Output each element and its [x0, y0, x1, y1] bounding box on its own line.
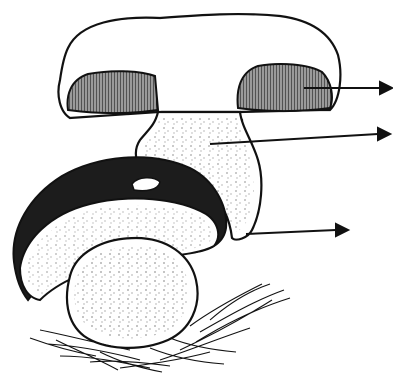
arrow-stem-head — [378, 128, 390, 140]
arrow-gills-head — [380, 82, 392, 94]
arrow-stem-base — [246, 230, 336, 234]
whole-stem-texture — [74, 246, 189, 338]
arrow-stem-base-head — [336, 224, 348, 236]
section-gills-left — [68, 71, 158, 113]
